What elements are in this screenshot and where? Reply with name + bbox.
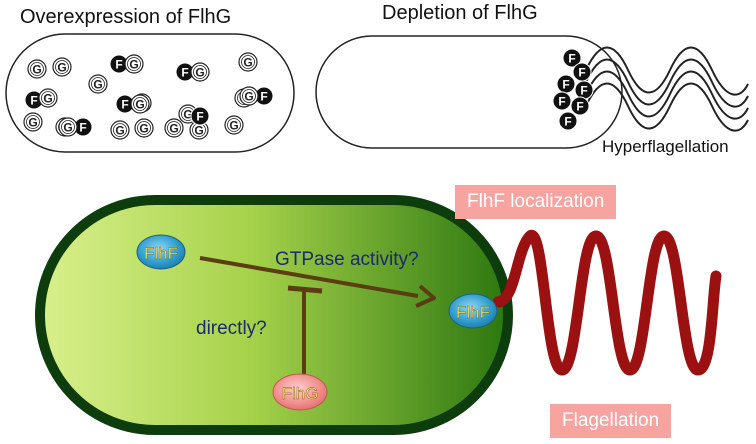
flhf-marker: F [552,91,572,111]
svg-text:G: G [139,122,148,136]
svg-text:G: G [229,119,238,133]
flhf-marker: F [572,62,592,82]
svg-text:F: F [79,121,86,135]
overexpression-markers: GGGGGGGGGGGGGGFFFFFFFGGGGGG [23,52,274,140]
svg-text:F: F [576,100,583,114]
flhf-label-right: FlhF [456,303,490,322]
flhg-blob [272,373,328,411]
hyperflagella [585,46,749,132]
svg-text:G: G [93,78,102,92]
flhf-marker: F [574,80,594,100]
localization-arrow-line [199,256,419,298]
svg-text:G: G [183,108,192,122]
flhg-marker: G [164,118,184,138]
svg-text:G: G [43,92,52,106]
svg-text:G: G [32,63,41,77]
flhg-marker: G [38,88,58,108]
svg-text:F: F [564,115,571,129]
flhf-marker: F [558,111,578,131]
flhf-marker: F [562,48,582,68]
flhg-marker: G [27,59,47,79]
svg-text:G: G [28,116,37,130]
depletion-cell [315,35,623,149]
svg-text:F: F [30,94,37,108]
flhg-marker: G [58,117,78,137]
flhf-label-left: FlhF [144,244,178,263]
svg-text:F: F [558,95,565,109]
depletion-title: Depletion of FlhG [382,2,538,24]
svg-text:F: F [580,84,587,98]
flhg-marker: G [124,54,144,74]
svg-text:F: F [181,66,188,80]
flhg-marker: G [88,74,108,94]
flhf-pole-blob [448,293,498,329]
flhg-marker: G [134,118,154,138]
svg-text:G: G [57,61,66,75]
flhf-marker: F [190,106,210,126]
flhg-marker: G [224,115,244,135]
flhf-marker: F [556,74,576,94]
svg-text:G: G [135,98,144,112]
hyperflagellation-label: Hyperflagellation [602,137,729,156]
gtpase-activity-text: GTPase activity? [275,249,419,270]
svg-text:F: F [121,98,128,112]
svg-text:F: F [260,90,267,104]
flhg-marker: G [23,112,43,132]
flhf-localization-label: FlhF localization [455,185,617,219]
svg-text:F: F [562,78,569,92]
svg-text:G: G [195,66,204,80]
localization-arrowhead [415,284,436,308]
flagellation-label: Flagellation [550,404,672,438]
directly-text: directly? [196,318,267,339]
flhf-marker: F [570,96,590,116]
svg-text:F: F [115,58,122,72]
flhg-marker: G [190,62,210,82]
flhg-marker: G [52,57,72,77]
svg-text:F: F [578,66,585,80]
inhibition-bar [287,285,323,294]
svg-text:G: G [243,56,252,70]
flhf-marker: F [115,94,135,114]
overexpression-title: Overexpression of FlhG [20,6,232,28]
svg-text:G: G [169,122,178,136]
svg-text:G: G [63,121,72,135]
flhg-marker: G [110,120,130,140]
flhg-marker: G [130,94,150,114]
flagellum [492,230,722,376]
flhg-marker: G [238,52,258,72]
flhg-label: FlhG [282,384,319,403]
svg-text:G: G [115,124,124,138]
svg-text:F: F [196,110,203,124]
svg-text:F: F [568,52,575,66]
svg-text:G: G [129,58,138,72]
svg-text:G: G [194,124,203,138]
svg-text:G: G [244,90,253,104]
flhg-marker: G [239,86,259,106]
flhf-cytoplasm-blob [136,234,186,270]
